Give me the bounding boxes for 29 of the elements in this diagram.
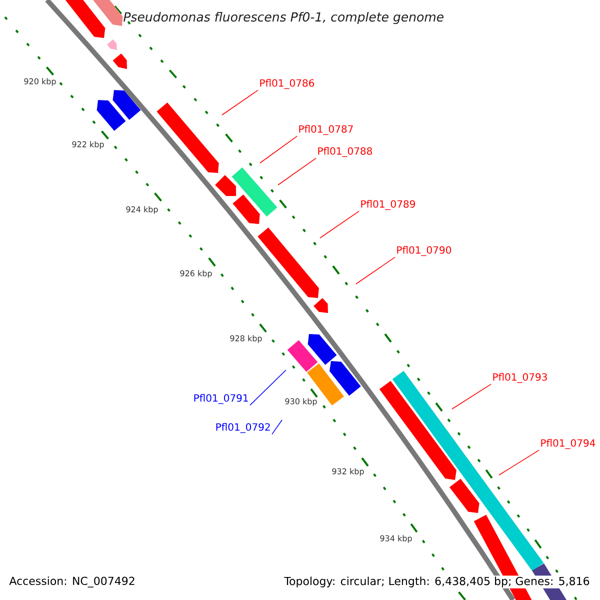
leader-line — [320, 210, 360, 238]
leader-line — [498, 450, 540, 476]
footer-text: Topology: circular; Length: 6,438,405 bp; Genes: 5,816 — [283, 576, 591, 588]
gene-label: Pfl01_0791 — [194, 394, 248, 404]
gene-label: Pfl01_0787 — [299, 125, 353, 135]
gene-label: Pfl01_0786 — [260, 79, 314, 89]
tick-label: 920 kbp — [24, 78, 56, 86]
gene-label: Pfl01_0794 — [541, 439, 596, 449]
tick-label: 934 kbp — [380, 535, 412, 543]
leader-line — [278, 158, 316, 186]
gene-label: Pfl01_0790 — [397, 246, 452, 256]
tick-label: 928 kbp — [230, 335, 262, 343]
leader-line — [250, 370, 286, 406]
gene-label: Pfl01_0793 — [493, 373, 547, 383]
gene-label: Pfl01_0788 — [318, 147, 372, 157]
tick-label: 930 kbp — [285, 398, 317, 406]
leader-line — [260, 136, 298, 164]
leader-line — [356, 256, 396, 284]
gene-label: Pfl01_0792 — [216, 423, 270, 433]
gene-label: Pfl01_0789 — [361, 200, 415, 210]
tick-label: 922 kbp — [72, 141, 104, 149]
leader-line — [272, 420, 282, 435]
leader-line — [452, 384, 492, 410]
title: Pseudomonas fluorescens Pf0-1, complete genome — [124, 12, 444, 24]
tick-label: 926 kbp — [180, 270, 212, 278]
tick-label: 932 kbp — [332, 468, 364, 476]
tick-label: 924 kbp — [126, 206, 158, 214]
footer-text: Accession: NC_007492 — [8, 576, 136, 588]
leader-line — [222, 90, 258, 116]
